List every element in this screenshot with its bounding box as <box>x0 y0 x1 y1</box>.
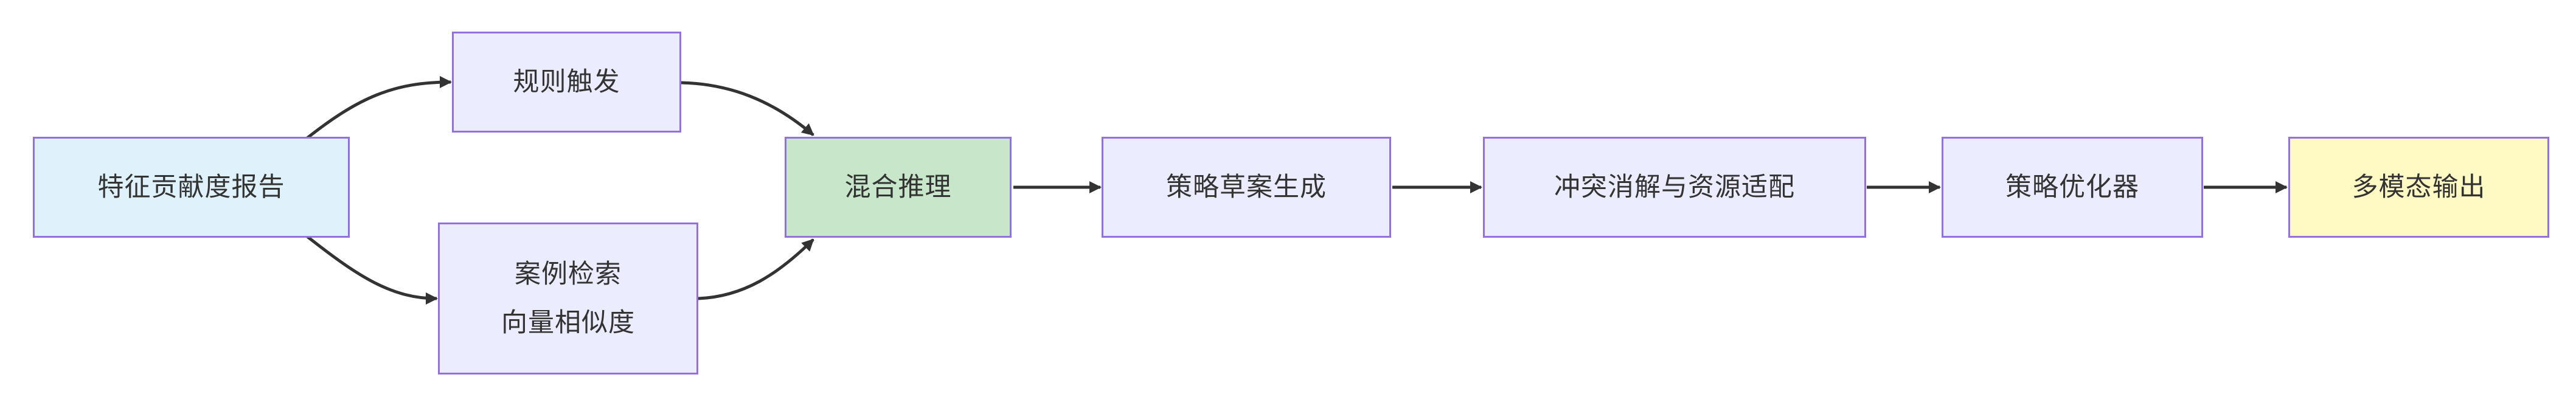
node-label: 策略草案生成 <box>1166 173 1327 202</box>
node-hybrid-reasoning: 混合推理 <box>785 137 1012 238</box>
edge-feature-report-to-rule-trigger <box>306 76 452 139</box>
node-label: 多模态输出 <box>2352 173 2486 202</box>
node-label: 策略优化器 <box>2005 173 2139 202</box>
node-conflict-resolution: 冲突消解与资源适配 <box>1483 137 1866 238</box>
node-rule-trigger: 规则触发 <box>452 32 681 133</box>
node-label: 规则触发 <box>513 67 620 97</box>
node-strategy-optimizer: 策略优化器 <box>1942 137 2203 238</box>
node-label: 特征贡献度报告 <box>97 173 285 202</box>
node-case-retrieval: 案例检索向量相似度 <box>438 223 698 375</box>
node-label: 案例检索 <box>515 260 622 289</box>
edge-feature-report-to-case-retrieval <box>306 235 438 305</box>
node-feature-report: 特征贡献度报告 <box>33 137 350 238</box>
edge-rule-trigger-to-hybrid-reasoning <box>681 81 814 136</box>
node-label: 向量相似度 <box>501 308 635 337</box>
node-multimodal-output: 多模态输出 <box>2288 137 2549 238</box>
edge-case-retrieval-to-hybrid-reasoning <box>698 238 814 300</box>
node-strategy-draft: 策略草案生成 <box>1102 137 1391 238</box>
node-label: 混合推理 <box>844 173 952 202</box>
node-label: 冲突消解与资源适配 <box>1554 173 1795 202</box>
